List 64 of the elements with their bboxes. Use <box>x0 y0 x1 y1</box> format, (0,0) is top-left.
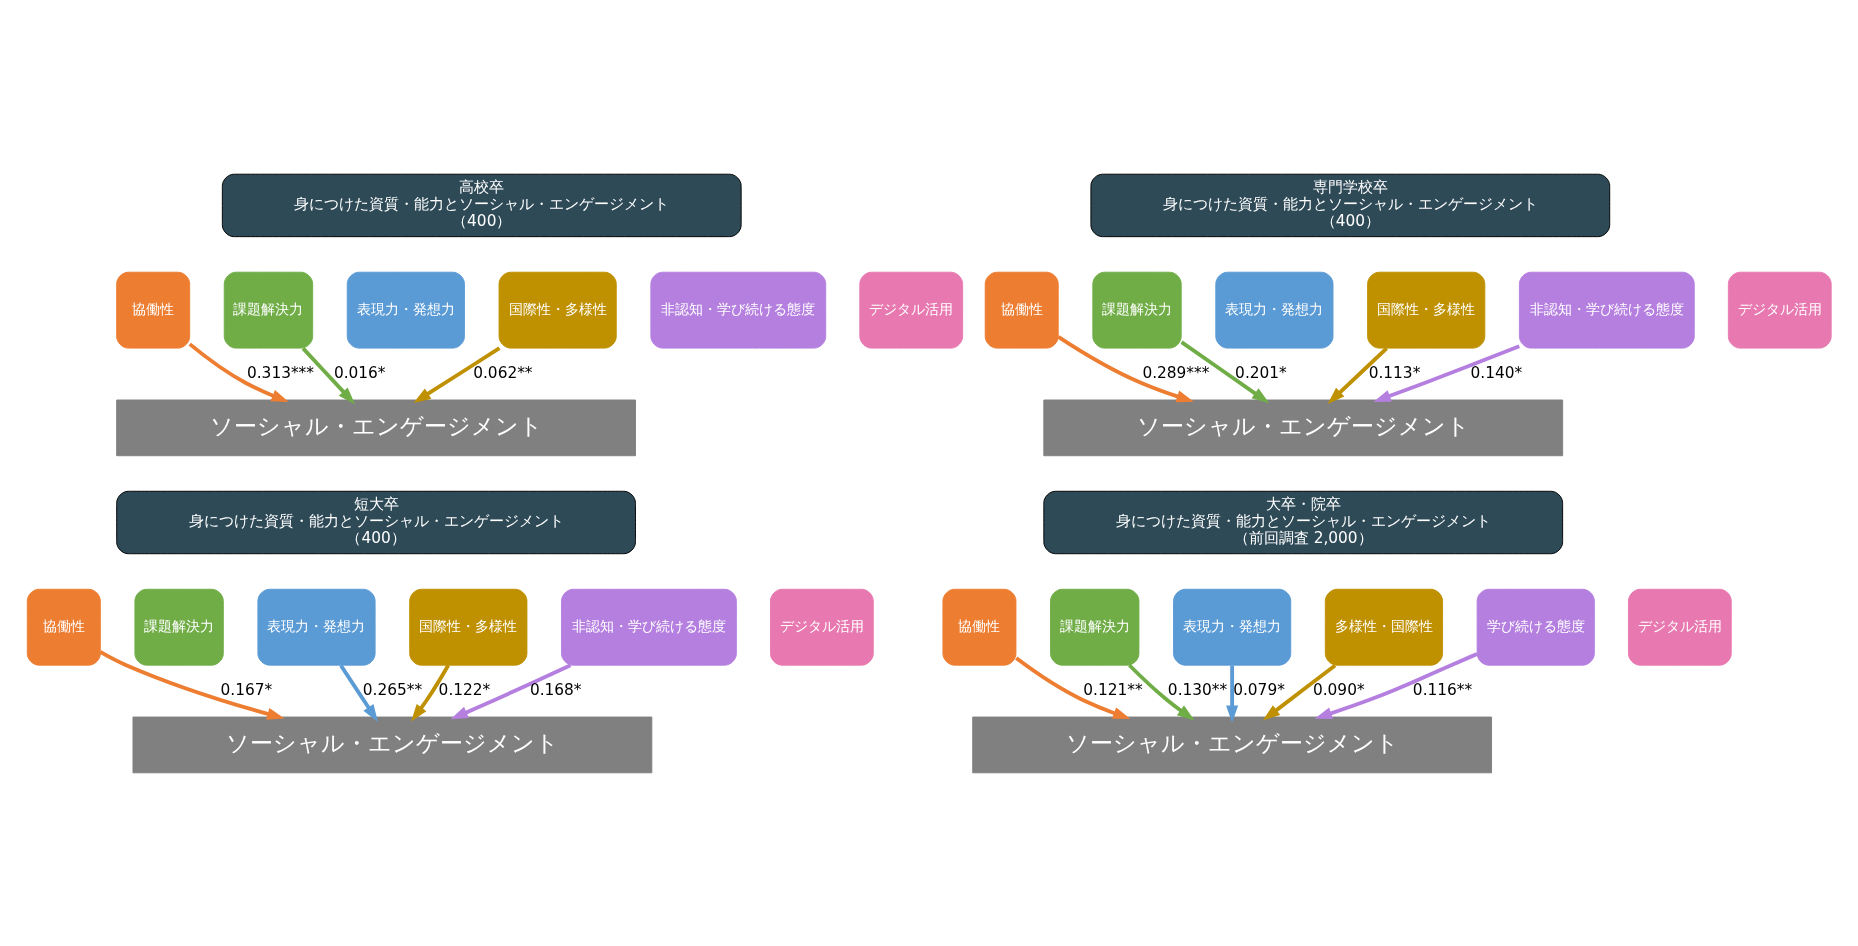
node-box: ソーシャル・エンゲージメント <box>972 716 1492 773</box>
edge-label: 0.062** <box>473 363 533 382</box>
arrow <box>450 663 572 719</box>
edge-label: 0.130** <box>1167 680 1228 699</box>
edge-label: 0.140* <box>1470 363 1523 382</box>
node-box: 短大卒 身につけた資質・能力とソーシャル・エンゲージメント （400） <box>116 490 636 554</box>
node-box: 課題解決力 <box>134 588 224 666</box>
edge-label: 0.265** <box>362 680 423 699</box>
node-box: デジタル活用 <box>770 588 874 666</box>
arrow <box>188 342 289 402</box>
arrow <box>1314 651 1478 719</box>
node-box: 専門学校卒 身につけた資質・能力とソーシャル・エンゲージメント （400） <box>1090 173 1611 237</box>
node-box: 表現力・発想力 <box>1173 588 1292 666</box>
node-box: 協働性 <box>116 271 191 349</box>
node-box: 表現力・発想力 <box>1215 271 1334 349</box>
arrow <box>1128 663 1195 720</box>
node-box: 非認知・学び続ける態度 <box>1518 271 1695 349</box>
edge-label: 0.090* <box>1312 680 1365 699</box>
node-box: 多様性・国際性 <box>1324 588 1443 666</box>
node-box: 表現力・発想力 <box>346 271 465 349</box>
edge-label: 0.289*** <box>1142 363 1210 382</box>
node-box: 協働性 <box>984 271 1059 349</box>
arrow <box>1373 343 1520 402</box>
node-box: 国際性・多様性 <box>1367 271 1486 349</box>
arrow <box>1327 346 1388 404</box>
node-box: 課題解決力 <box>1050 588 1140 666</box>
node-box: 国際性・多様性 <box>498 271 617 349</box>
node-box: 学び続ける態度 <box>1476 588 1595 666</box>
node-box: 高校卒 身につけた資質・能力とソーシャル・エンゲージメント （400） <box>221 173 742 237</box>
arrow <box>411 663 450 721</box>
arrow <box>99 649 285 720</box>
node-box: 表現力・発想力 <box>257 588 376 666</box>
node-box: 大卒・院卒 身につけた資質・能力とソーシャル・エンゲージメント （前回調査 2,000） <box>1043 490 1564 554</box>
arrow <box>1262 663 1337 721</box>
node-box: デジタル活用 <box>1727 271 1832 349</box>
arrow <box>1015 656 1131 719</box>
node-box: ソーシャル・エンゲージメント <box>1043 399 1564 456</box>
arrow <box>301 346 355 404</box>
arrow <box>1057 334 1194 402</box>
edge-label: 0.168* <box>529 680 582 699</box>
node-box: デジタル活用 <box>1627 588 1732 666</box>
edge-label: 0.121** <box>1083 680 1143 699</box>
node-box: ソーシャル・エンゲージメント <box>116 399 636 456</box>
edge-label: 0.016* <box>333 363 386 382</box>
edge-label: 0.167* <box>220 680 273 699</box>
node-box: 協働性 <box>26 588 101 666</box>
node-box: 非認知・学び続ける態度 <box>561 588 737 666</box>
node-box: デジタル活用 <box>859 271 964 349</box>
node-box: 協働性 <box>942 588 1017 666</box>
node-box: 国際性・多様性 <box>409 588 528 666</box>
edge-label: 0.116** <box>1412 680 1473 699</box>
node-box: 非認知・学び続ける態度 <box>650 271 827 349</box>
arrow <box>339 663 378 722</box>
arrow <box>413 346 501 403</box>
edge-label: 0.122* <box>438 680 491 699</box>
arrow <box>1180 340 1270 403</box>
edge-label: 0.313*** <box>246 363 314 382</box>
node-box: 課題解決力 <box>1092 271 1182 349</box>
arrow <box>1226 664 1239 723</box>
edge-label: 0.113* <box>1368 363 1421 382</box>
node-box: ソーシャル・エンゲージメント <box>132 716 653 773</box>
node-box: 課題解決力 <box>223 271 314 349</box>
edge-label: 0.201* <box>1235 363 1287 382</box>
edge-label: 0.079* <box>1233 680 1285 699</box>
